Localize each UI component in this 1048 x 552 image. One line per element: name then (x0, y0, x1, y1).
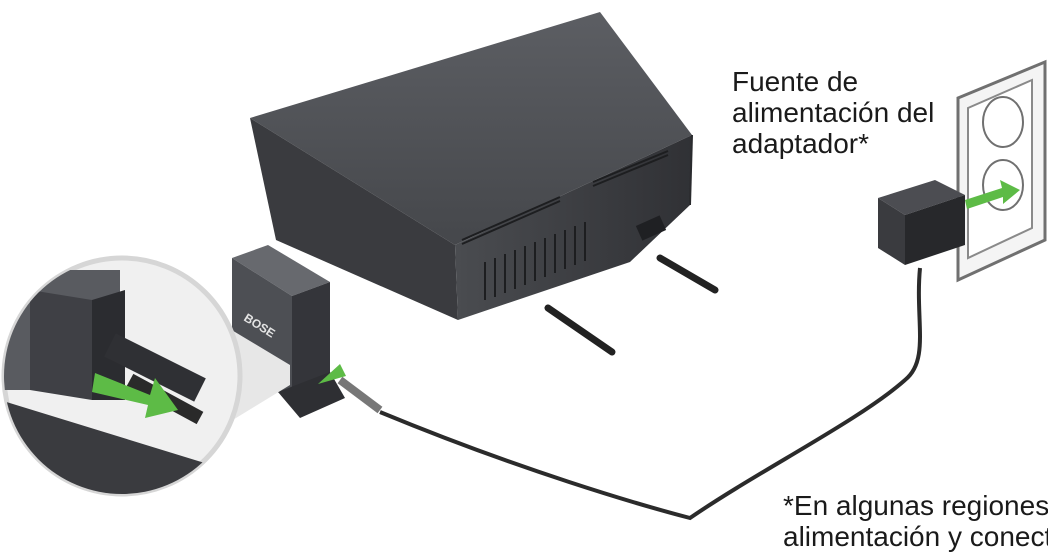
power-adapter (878, 180, 1020, 265)
footnote-label: *En algunas regiones, alimentación y con… (783, 490, 1048, 552)
green-arrow-icon (965, 180, 1020, 209)
green-arrow-icon (92, 373, 178, 418)
power-source-label: Fuente de alimentación del adaptador* (732, 66, 935, 159)
speaker-unit (250, 12, 693, 320)
wall-outlet-icon (956, 59, 1047, 283)
setup-illustration: BOSE (1, 12, 1047, 521)
speaker-cables (544, 254, 719, 356)
green-arrow-icon (318, 364, 346, 384)
adapter-cable (379, 267, 922, 521)
zoom-detail (1, 255, 243, 497)
